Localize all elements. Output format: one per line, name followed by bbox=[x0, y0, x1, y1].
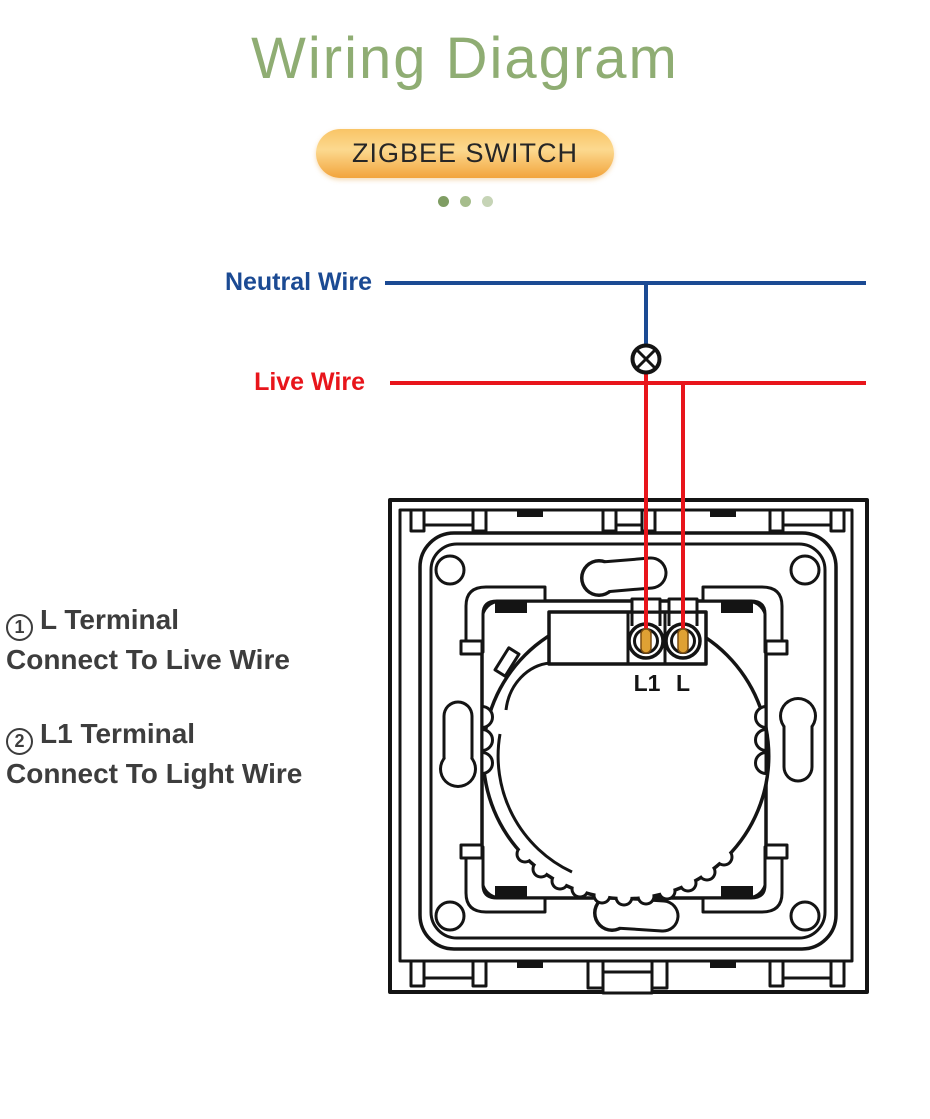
live-wire-label: Live Wire bbox=[254, 368, 365, 396]
circled-number-2: 2 bbox=[6, 727, 33, 755]
page-title: Wiring Diagram bbox=[251, 26, 679, 91]
terminal-label-l1: L1 bbox=[633, 670, 661, 696]
note-1-desc: Connect To Live Wire bbox=[6, 643, 290, 675]
neutral-wire-label: Neutral Wire bbox=[224, 268, 372, 296]
badge-label: ZIGBEE SWITCH bbox=[351, 138, 579, 168]
carousel-dot-3[interactable] bbox=[481, 196, 493, 207]
screw-slots bbox=[640, 628, 689, 654]
carousel-dot-2[interactable] bbox=[459, 196, 471, 207]
lamp-icon bbox=[630, 343, 662, 375]
switch-back-panel bbox=[388, 498, 869, 995]
note-1-title: L Terminal bbox=[40, 604, 180, 635]
terminal-label-l: L bbox=[675, 670, 691, 696]
carousel-dots bbox=[0, 196, 930, 207]
live-wire-line bbox=[390, 372, 866, 646]
neutral-wire-line bbox=[385, 281, 866, 346]
zigbee-switch-badge: ZIGBEE SWITCH bbox=[315, 129, 615, 178]
switch-mechanism bbox=[480, 611, 771, 907]
note-2-title: L1 Terminal bbox=[40, 718, 196, 749]
carousel-dot-1[interactable] bbox=[437, 196, 449, 207]
corner-screw-holes bbox=[434, 554, 821, 932]
note-2-desc: Connect To Light Wire bbox=[6, 757, 303, 789]
mounting-slots bbox=[439, 556, 817, 933]
circled-number-1: 1 bbox=[6, 613, 33, 641]
